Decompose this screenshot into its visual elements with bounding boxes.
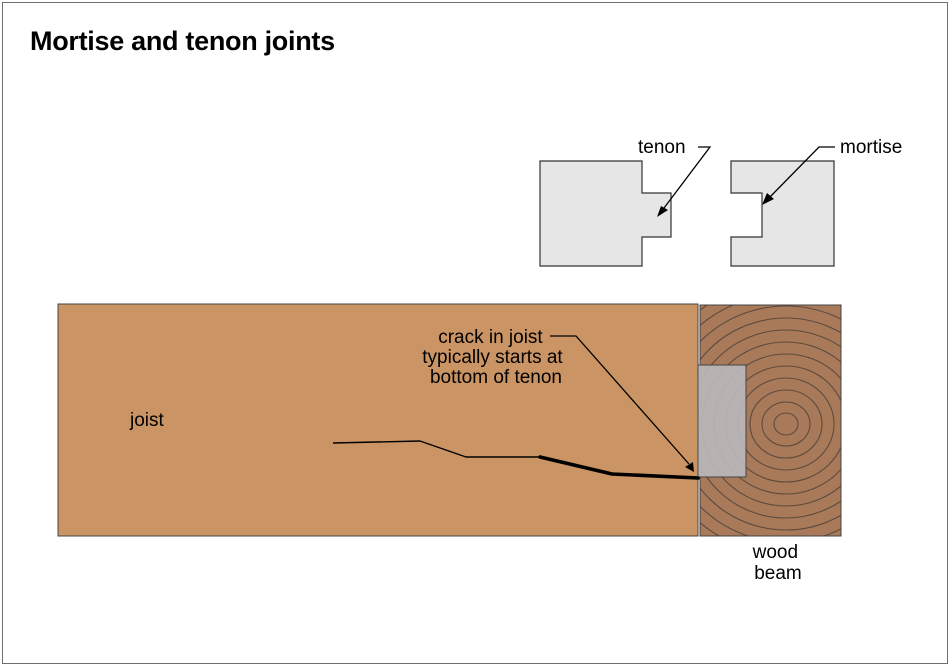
crack-leader-line <box>550 335 690 465</box>
tenon-label: tenon <box>638 137 686 158</box>
tenon-detail-shape <box>539 160 672 267</box>
mortise-arrowhead <box>762 193 774 205</box>
wood-beam-label: wood beam <box>752 542 804 584</box>
tenon-leader-line <box>660 146 712 213</box>
crack-annotation: crack in joist typically starts at botto… <box>422 327 568 388</box>
joist-body <box>57 303 699 537</box>
wood-beam-label-line-2: beam <box>754 563 802 584</box>
crack-annotation-line-2: typically starts at <box>422 347 563 368</box>
wood-beam <box>699 304 842 537</box>
tenon-arrowhead <box>657 206 668 217</box>
tenon-in-beam <box>697 364 747 478</box>
joist-label: joist <box>129 410 165 431</box>
crack-annotation-line-3: bottom of tenon <box>430 367 562 388</box>
wood-beam-label-line-1: wood <box>752 542 798 563</box>
mortise-leader-line <box>766 146 835 201</box>
crack-annotation-line-1: crack in joist <box>438 327 543 348</box>
crack-arrowhead <box>685 462 694 472</box>
mortise-detail-shape <box>730 160 835 267</box>
diagram-title: Mortise and tenon joints <box>30 26 335 56</box>
mortise-label: mortise <box>840 137 902 158</box>
crack-line-thick <box>538 455 700 480</box>
crack-line-thin <box>332 440 540 458</box>
